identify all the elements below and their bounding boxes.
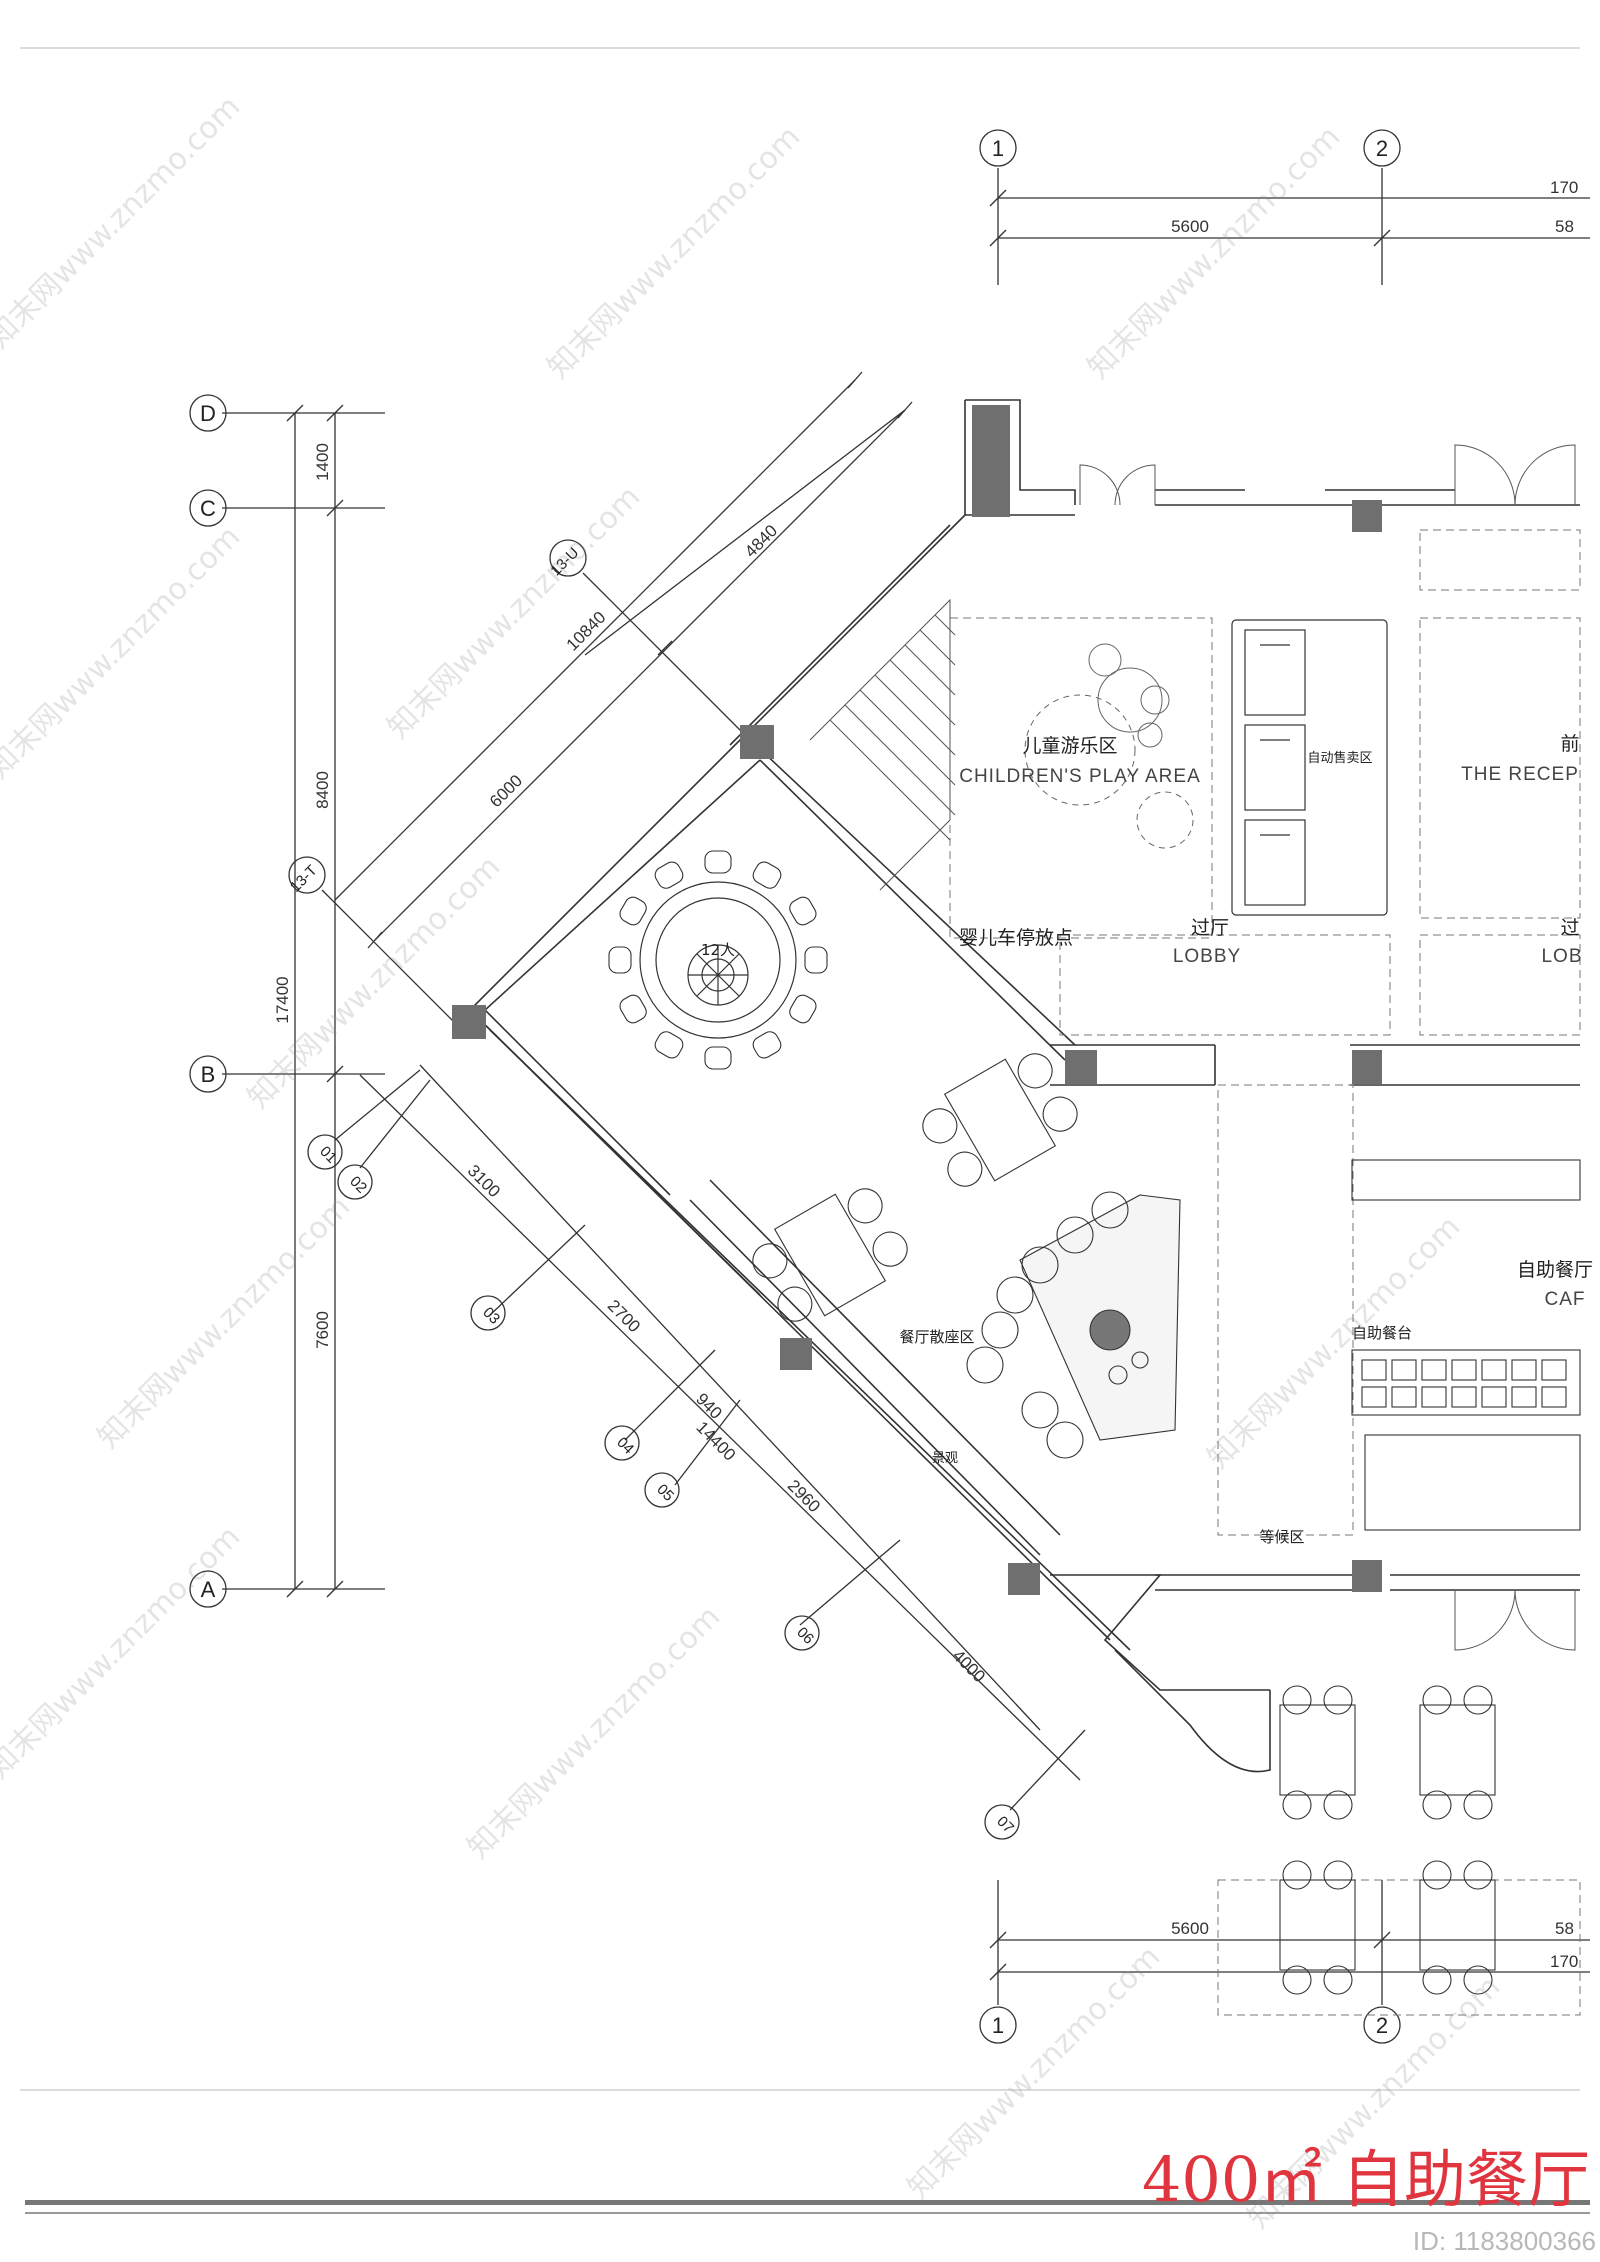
axis-06: 06 — [793, 1624, 817, 1648]
dim-bottom-partial: 170 — [1550, 1952, 1578, 1971]
watermark-4: 知末网www.znzmo.com — [0, 519, 247, 785]
label-feature: 景观 — [932, 1451, 958, 1466]
axis-02: 02 — [346, 1173, 370, 1197]
dim-4840: 4840 — [741, 521, 781, 561]
structural-columns — [452, 405, 1382, 1595]
dim-3100: 3100 — [464, 1161, 504, 1201]
watermark-9: 知末网www.znzmo.com — [0, 1519, 247, 1785]
dim-left-17400: 17400 — [273, 976, 292, 1023]
dim-10840: 10840 — [563, 608, 610, 655]
watermark-2: 知末网www.znzmo.com — [541, 119, 807, 385]
dim-14400: 14400 — [692, 1418, 739, 1465]
watermark-1: 知末网www.znzmo.com — [0, 89, 247, 355]
buffet-counter — [1351, 1159, 1581, 1531]
table-12-label: 12人 — [701, 941, 735, 959]
zone-outlines — [949, 529, 1581, 2016]
label-lobby-en: LOBBY — [1173, 946, 1241, 967]
watermark-5: 知末网www.znzmo.com — [381, 479, 647, 745]
dim-top-partial: 170 — [1550, 178, 1578, 197]
label-stroller-parking: 婴儿车停放点 — [959, 927, 1073, 949]
label-dining-area: 餐厅散座区 — [899, 1328, 974, 1346]
dim-2700: 2700 — [604, 1296, 644, 1336]
round-table-chairs — [608, 850, 828, 1070]
grid-axis-C: C — [200, 496, 216, 521]
grid-axis-1-bottom: 1 — [992, 2013, 1004, 2038]
dim-left-1400: 1400 — [313, 443, 332, 481]
dim-left-8400: 8400 — [313, 771, 332, 809]
axis-01: 01 — [316, 1143, 340, 1167]
chair — [789, 896, 817, 926]
axis-07: 07 — [993, 1813, 1017, 1837]
label-vending: 自动售卖区 — [1307, 750, 1372, 766]
dim-top-5600: 5600 — [1171, 217, 1209, 236]
dim-4000: 4000 — [949, 1646, 989, 1686]
chair — [654, 861, 684, 889]
label-buffet-counter: 自助餐台 — [1352, 1324, 1412, 1342]
grid-axis-1-top: 1 — [992, 136, 1004, 161]
label-play-area-en: CHILDREN'S PLAY AREA — [959, 766, 1201, 787]
label-lobby2-cn: 过 — [1560, 917, 1579, 939]
dim-6000: 6000 — [486, 771, 526, 811]
chair — [608, 946, 632, 974]
chair — [704, 1046, 732, 1070]
grid-axis-A: A — [201, 1577, 216, 1602]
grid-axis-D: D — [200, 401, 216, 426]
bottom-grid-axes — [979, 1880, 1590, 2044]
chair — [619, 896, 647, 926]
chair — [804, 946, 828, 974]
doors — [1079, 444, 1576, 1651]
dim-940: 940 — [692, 1389, 725, 1422]
communal-table — [966, 1191, 1181, 1459]
chair — [752, 1031, 782, 1059]
watermark-7: 知末网www.znzmo.com — [1201, 1209, 1467, 1475]
staircase — [809, 598, 956, 891]
round-table-12 — [639, 881, 797, 1039]
diagonal-dimensions — [288, 371, 1086, 1840]
left-grid-axes — [189, 394, 385, 1608]
label-lobby-cn: 过厅 — [1191, 917, 1229, 939]
label-lobby2-en: LOB — [1541, 946, 1582, 967]
chair — [654, 1031, 684, 1059]
chair — [619, 994, 647, 1024]
label-waiting-area: 等候区 — [1259, 1528, 1304, 1546]
chair — [789, 994, 817, 1024]
grid-axis-B: B — [201, 1062, 216, 1087]
drawing-title: 400㎡ 自助餐厅 — [1141, 2143, 1590, 2216]
label-reception-cn: 前 — [1560, 733, 1579, 755]
title-underline — [25, 2200, 1590, 2214]
grid-axis-2-bottom: 2 — [1376, 2013, 1388, 2038]
chair — [704, 850, 732, 874]
axis-05: 05 — [653, 1481, 677, 1505]
top-grid-axes — [979, 129, 1590, 285]
dim-bottom-5600: 5600 — [1171, 1919, 1209, 1938]
axis-04: 04 — [613, 1434, 637, 1458]
four-seat-tables — [752, 1053, 1496, 1995]
watermark-3: 知末网www.znzmo.com — [1081, 119, 1347, 385]
play-area-features — [1024, 643, 1194, 849]
vending-area — [1231, 619, 1388, 916]
label-play-area-cn: 儿童游乐区 — [1022, 735, 1117, 757]
label-reception-en: THE RECEP — [1461, 764, 1579, 785]
label-buffet-cn: 自助餐厅 — [1517, 1259, 1593, 1281]
watermark-10: 知末网www.znzmo.com — [461, 1599, 727, 1865]
dim-top-58: 58 — [1555, 217, 1574, 236]
drawing-frame — [20, 47, 1580, 2091]
dim-left-7600: 7600 — [313, 1311, 332, 1349]
grid-axis-2-top: 2 — [1376, 136, 1388, 161]
label-buffet-en: CAF — [1545, 1289, 1586, 1310]
dim-bottom-58: 58 — [1555, 1919, 1574, 1938]
axis-03: 03 — [479, 1304, 503, 1328]
chair — [752, 861, 782, 889]
drawing-id: ID: 1183800366 — [1412, 2226, 1596, 2256]
